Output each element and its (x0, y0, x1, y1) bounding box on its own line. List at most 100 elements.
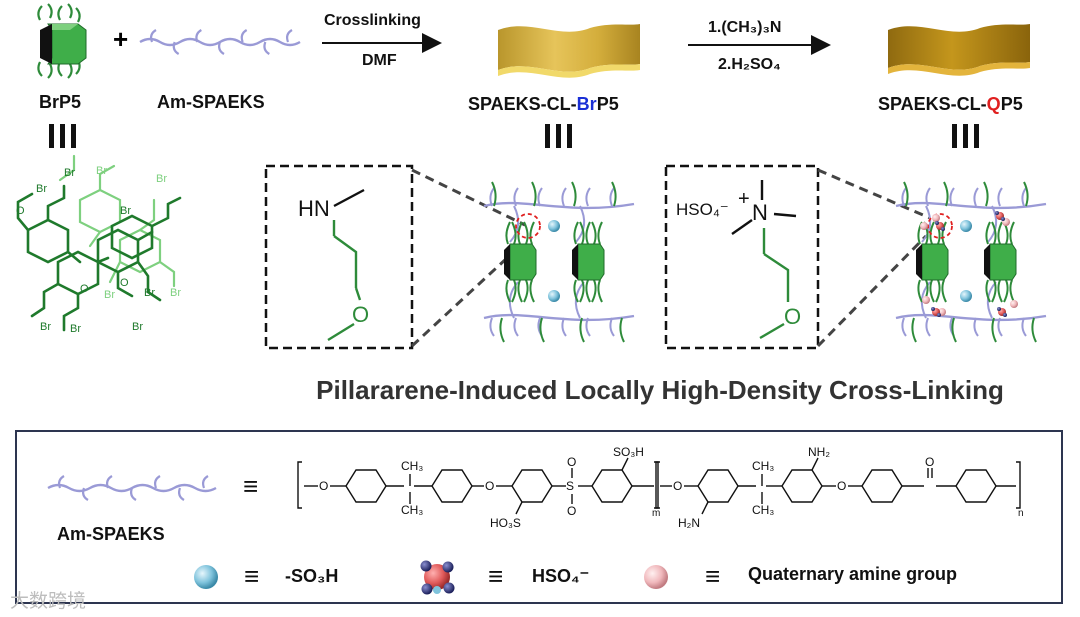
polymer-branch (489, 317, 495, 337)
svg-text:SO₃H: SO₃H (613, 445, 644, 459)
spaeks-cl-brp5-film (498, 24, 640, 78)
br-highlight: Br (576, 94, 597, 114)
side-chain (531, 181, 537, 207)
polymer-branch (585, 317, 591, 337)
polymer-branch (513, 317, 519, 337)
polymer-branch (82, 487, 89, 501)
spaeks-cl-brp5-network (483, 181, 635, 343)
q-highlight: Q (986, 94, 1001, 114)
br-label: Br (36, 183, 47, 195)
polymer-branch (997, 187, 1003, 207)
plus-sign: + (113, 24, 128, 54)
so3h-sphere-icon (194, 565, 218, 589)
side-chain (571, 181, 577, 207)
o-label: O (16, 205, 25, 217)
quaternary-amine-sphere (920, 222, 928, 230)
legend-box (15, 430, 1063, 604)
inset-box-quaternary (664, 164, 820, 350)
highlight-circle (515, 213, 541, 239)
polymer-branch (901, 317, 907, 337)
polymer-branch (973, 317, 979, 337)
svg-text:S: S (566, 479, 574, 493)
side-chain (491, 181, 497, 207)
side-chain (983, 181, 989, 207)
so3h-sphere (960, 290, 972, 302)
dmf-condition: DMF (362, 52, 397, 69)
quaternary-amine-sphere (932, 214, 940, 222)
br-label: Br (64, 167, 75, 179)
product1-label: SPAEKS-CL-BrP5 (468, 94, 619, 114)
quaternary-amine-sphere (922, 296, 930, 304)
equivalence-marks-top (49, 124, 979, 148)
polymer-branch (178, 487, 185, 501)
svg-text:O: O (567, 455, 576, 469)
legend-am-spaeks-label: Am-SPAEKS (57, 524, 165, 544)
polymer-branch (925, 187, 931, 207)
polymer-backbone (895, 201, 1047, 210)
inset-box-amine (264, 164, 414, 350)
positive-charge: + (738, 188, 750, 210)
br-label-faded: Br (104, 289, 115, 301)
hso4-cluster-icon (420, 560, 455, 595)
spaeks-cl-qp5-network (895, 181, 1047, 343)
polymer-branch (585, 187, 591, 207)
br-label: Br (144, 287, 155, 299)
polymer-branch (973, 187, 979, 207)
am-spaeks-polymer-legend (47, 475, 217, 501)
crosslink (509, 205, 520, 243)
polymer-branch (901, 187, 907, 207)
polymer-branch (240, 29, 248, 43)
side-chain (991, 317, 997, 343)
svg-text:O: O (673, 479, 682, 493)
crosslinking-condition: Crosslinking (324, 12, 421, 29)
trimethylamine-condition: 1.(CH₃)₃N (708, 19, 782, 36)
polymer-branch (609, 317, 615, 337)
svg-text:O: O (567, 504, 576, 518)
polymer-branch (218, 41, 225, 55)
am-spaeks-label: Am-SPAEKS (157, 92, 265, 112)
polymer-branch (150, 29, 157, 43)
side-chain (619, 317, 625, 343)
svg-text:O: O (925, 455, 934, 469)
brp5-pillar-icon (37, 3, 87, 79)
svg-text:O: O (485, 479, 494, 493)
side-chain (1023, 181, 1029, 207)
legend-hso4-label: HSO₄⁻ (532, 566, 590, 586)
polymer-branch (286, 29, 293, 43)
sulfuric-acid-condition: 2.H₂SO₄ (718, 56, 781, 73)
quaternary-amine-sphere-icon (644, 565, 668, 589)
svg-text:O: O (837, 479, 846, 493)
side-chain (951, 317, 957, 343)
crosslink (575, 205, 586, 243)
o-label: O (80, 283, 89, 295)
pillararene-pillar (572, 221, 605, 303)
br-label: Br (120, 205, 131, 217)
svg-text:CH₃: CH₃ (752, 459, 774, 473)
polymer-backbone (483, 201, 635, 210)
br-label: Br (70, 323, 81, 335)
svg-text:CH₃: CH₃ (401, 503, 423, 517)
polymer-branch (561, 317, 567, 337)
polymer-branch (195, 29, 202, 43)
polymer-branch (537, 187, 543, 207)
so3h-sphere (960, 220, 972, 232)
caption-title: Pillararene-Induced Locally High-Density… (316, 375, 1004, 405)
polymer-branch (58, 475, 65, 489)
polymer-branch (561, 187, 567, 207)
hso4-anion-label: HSO₄⁻ (676, 200, 729, 219)
polymer-branch (172, 41, 180, 55)
polymer-branch (513, 187, 519, 207)
polymer-branch (1021, 187, 1027, 207)
o-label: O (120, 277, 129, 289)
br-label-faded: Br (96, 165, 107, 177)
watermark: 大数跨境 (10, 590, 87, 612)
so3h-sphere (548, 220, 560, 232)
o-atom: O (784, 304, 802, 329)
svg-text:m: m (652, 508, 660, 519)
pillararene-pillar (984, 221, 1017, 303)
br-label: Br (40, 321, 51, 333)
crosslink (987, 205, 998, 243)
polymer-branch (489, 187, 495, 207)
